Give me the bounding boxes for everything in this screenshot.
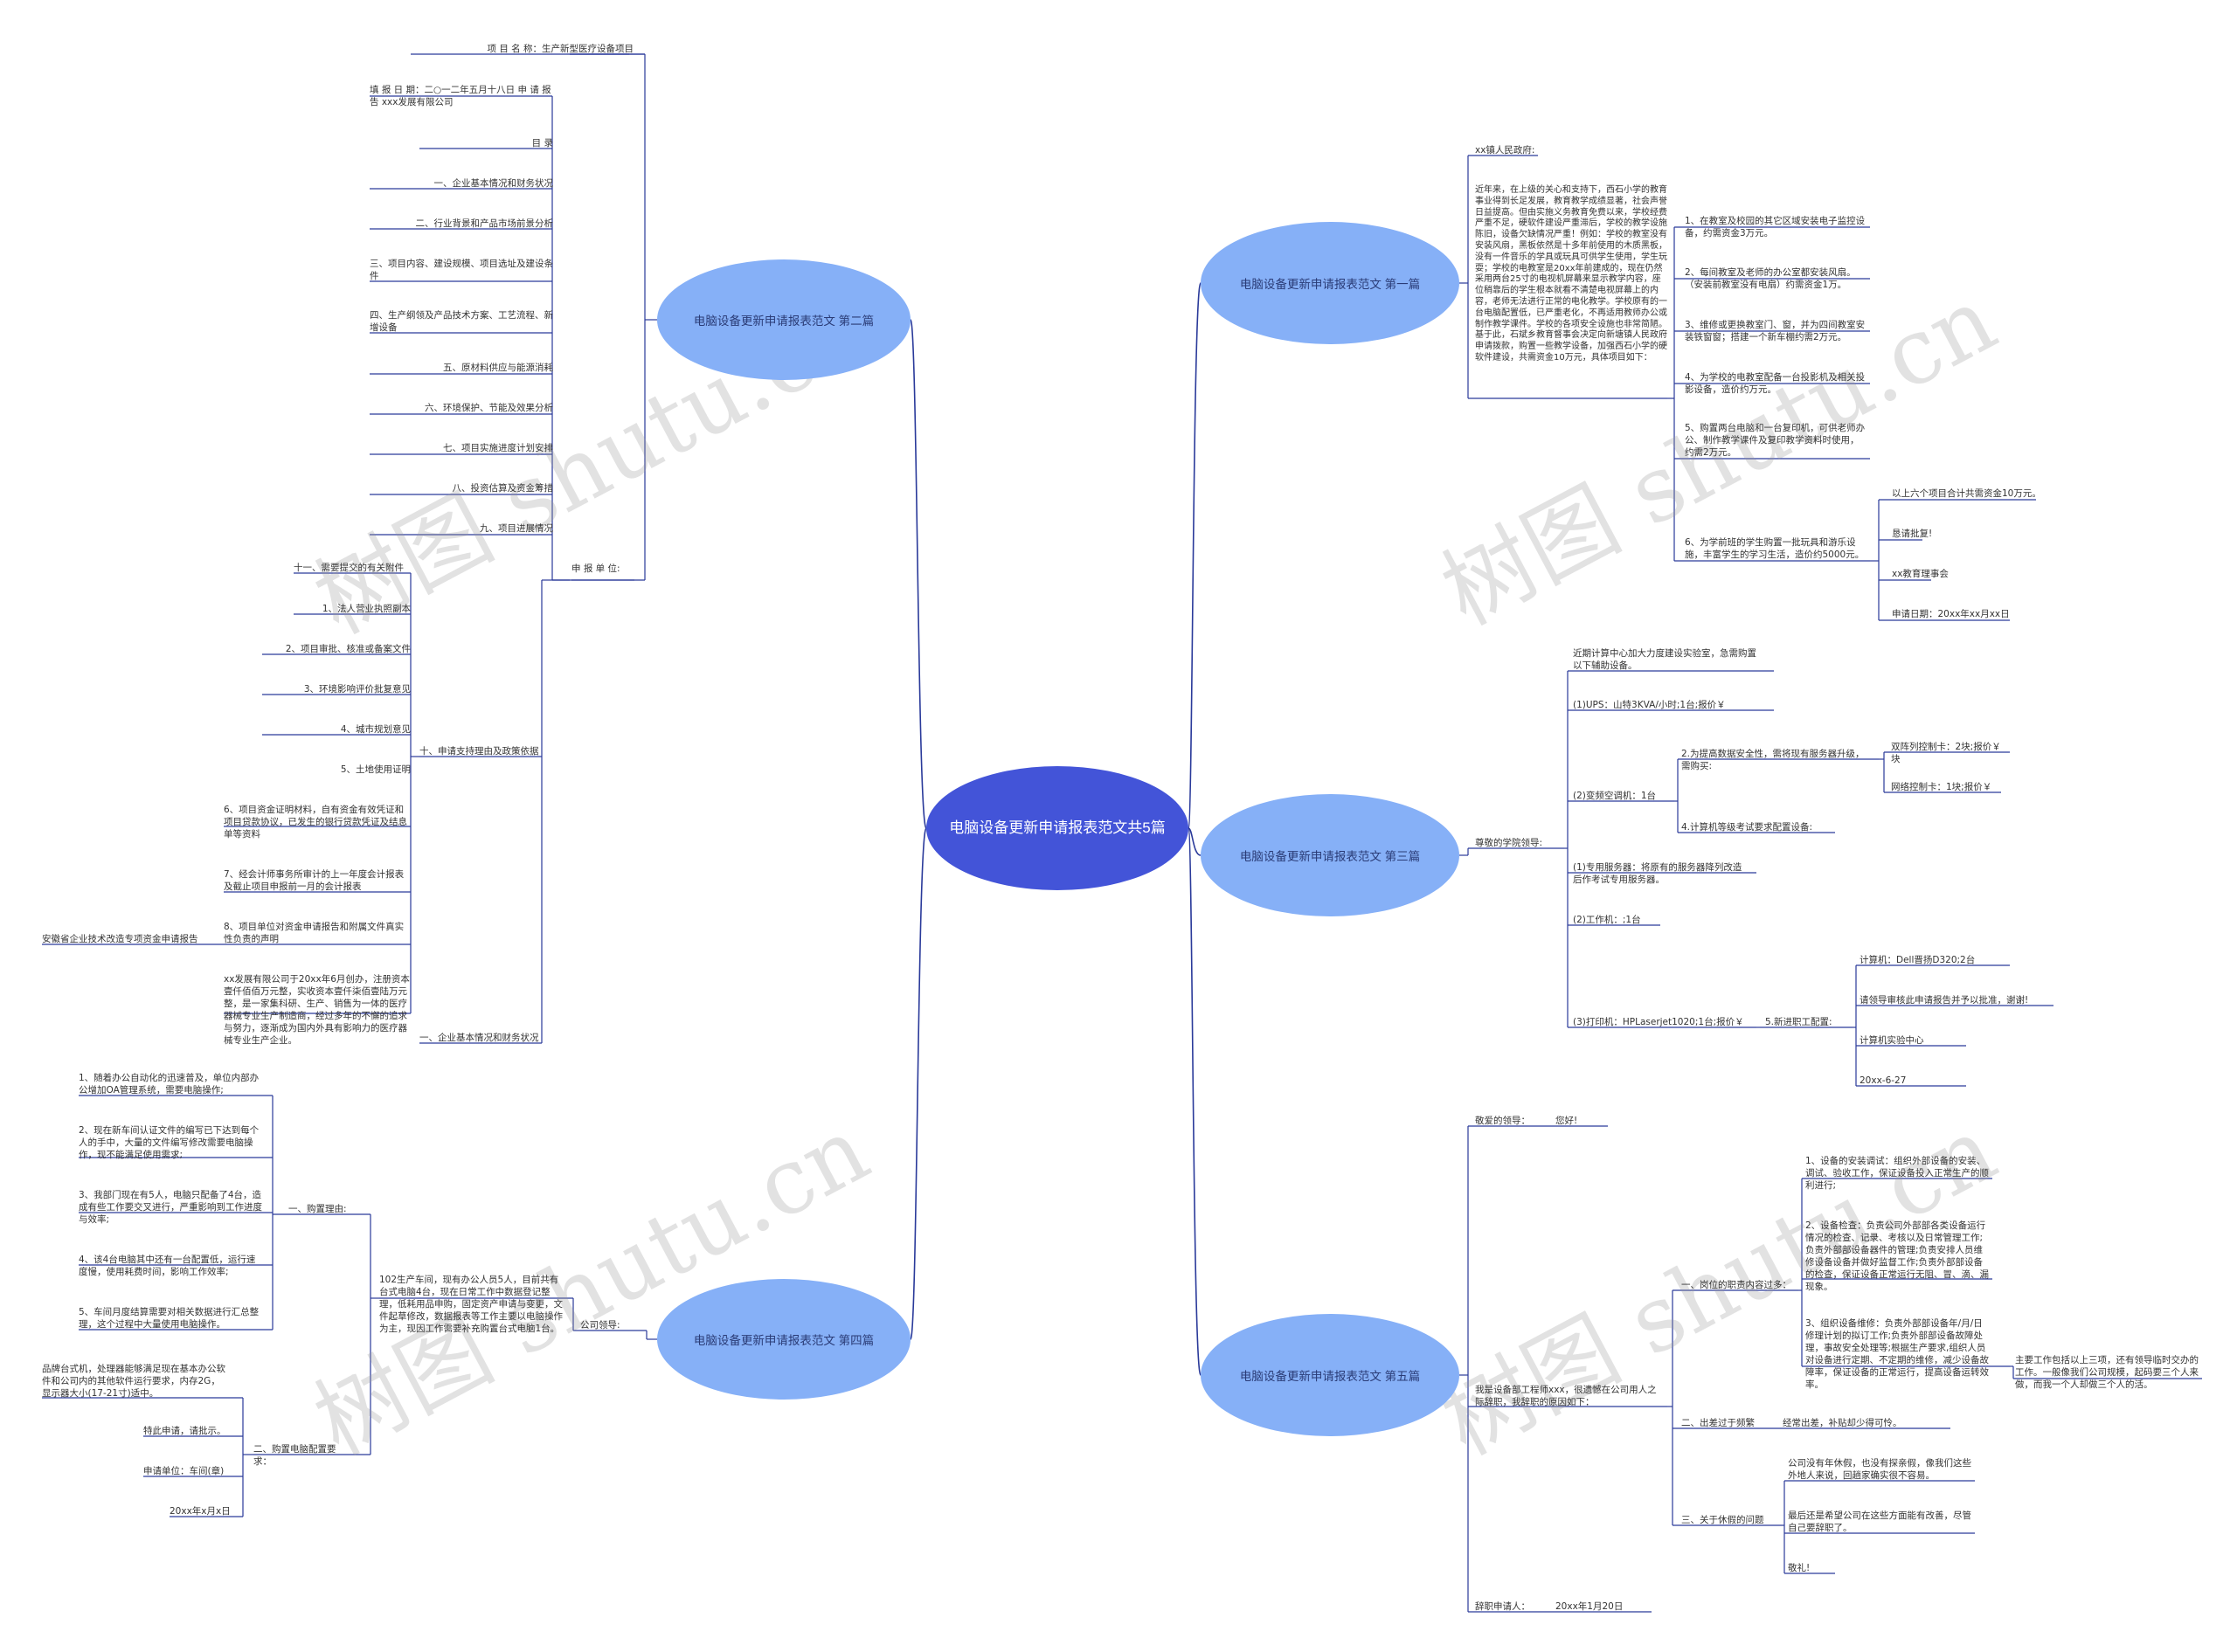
b3-lab[interactable]: 计算机实验中心 (1860, 1035, 1924, 1046)
b3-server[interactable]: (1)专用服务器：将原有的服务器降列改造后作考试专用服务器。 (1573, 862, 1742, 885)
b5-hello[interactable]: 您好! (1555, 1116, 1578, 1126)
b2-toc-9[interactable]: 九、项目进展情况 (480, 523, 553, 534)
branch-first[interactable]: 电脑设备更新申请报表范文 第一篇 (1201, 222, 1459, 344)
b2-section-ten[interactable]: 十、申请支持理由及政策依据 (419, 746, 539, 757)
b2-attach-5[interactable]: 5、土地使用证明 (340, 764, 411, 775)
b2-toc-2[interactable]: 二、行业背景和产品市场前景分析 (415, 218, 554, 229)
b5-holiday-2[interactable]: 最后还是希望公司在这些方面能有改善，尽管自己要辞职了。 (1788, 1510, 1971, 1533)
b1-item-6[interactable]: 6、为学前班的学生购置一批玩具和游乐设施，丰富学生的学习生活，造价约5000元。 (1685, 537, 1865, 560)
connector (1188, 282, 1202, 829)
b2-toc-5[interactable]: 五、原材料供应与能源消耗 (443, 363, 553, 373)
connector (1188, 827, 1202, 1376)
b3-ups[interactable]: (1)UPS：山特3KVA/小时;1台;报价￥ (1573, 700, 1726, 710)
b4-date[interactable]: 20xx年x月x日 (170, 1506, 231, 1517)
b5-duty-2[interactable]: 2、设备检查：负责公司外部部各类设备运行情况的检查、记录、考核以及日常管理工作;… (1805, 1220, 1989, 1292)
b3-greeting[interactable]: 尊敬的学院领导: (1475, 838, 1543, 848)
b1-council[interactable]: xx教育理事会 (1892, 569, 1949, 579)
root-topic[interactable]: 电脑设备更新申请报表范文共5篇 (926, 766, 1188, 890)
connector (910, 319, 927, 829)
b3-request[interactable]: 请领导审核此申请报告并予以批准，谢谢! (1860, 995, 2029, 1006)
b4-spec[interactable]: 品牌台式机，处理器能够满足现在基本办公软件和公司内的其他软件运行要求，内存2G，… (42, 1364, 225, 1399)
b3-card-2[interactable]: 网络控制卡：1块;报价￥ (1891, 782, 1992, 792)
b2-company[interactable]: xx发展有限公司于20xx年6月创办，注册资本壹仟佰佰万元整，实收资本壹仟柒佰壹… (224, 974, 410, 1046)
b4-reason-4[interactable]: 4、该4台电脑其中还有一台配置低，运行速度慢，使用耗费时间，影响工作效率; (79, 1255, 256, 1277)
b2-toc[interactable]: 目 录 (531, 138, 553, 149)
b2-toc-1[interactable]: 一、企业基本情况和财务状况 (433, 178, 554, 189)
b4-config[interactable]: 二、购置电脑配置要求： (253, 1444, 336, 1467)
b1-approve[interactable]: 恳请批复! (1892, 529, 1933, 539)
b5-greeting[interactable]: 敬爱的领导： (1475, 1116, 1530, 1126)
b2-attach-6[interactable]: 6、项目资金证明材料，自有资金有效凭证和项目贷款协议，已发生的银行贷款凭证及结息… (224, 805, 407, 840)
b2-anhui-report[interactable]: 安徽省企业技术改造专项资金申请报告 (42, 934, 198, 944)
b1-total[interactable]: 以上六个项目合计共需资金10万元。 (1892, 488, 2041, 499)
b4-request[interactable]: 特此申请，请批示。 (143, 1426, 226, 1436)
b3-intro[interactable]: 近期计算中心加大力度建设实验室，急需购置以下辅助设备。 (1573, 648, 1756, 671)
b2-applicant[interactable]: 申 报 单 位: (571, 563, 620, 574)
b1-date[interactable]: 申请日期：20xx年xx月xx日 (1892, 609, 2010, 619)
branch-fourth[interactable]: 电脑设备更新申请报表范文 第四篇 (657, 1279, 911, 1400)
b3-workstation[interactable]: (2)工作机：;1台 (1573, 915, 1641, 925)
b2-toc-7[interactable]: 七、项目实施进度计划安排 (443, 443, 553, 453)
b5-sign-date[interactable]: 20xx年1月20日 (1555, 1601, 1624, 1612)
b3-printer[interactable]: (3)打印机：HPLaserjet1020;1台;报价￥ (1573, 1017, 1744, 1027)
branch-fifth[interactable]: 电脑设备更新申请报表范文 第五篇 (1201, 1314, 1459, 1436)
b2-attach-2[interactable]: 2、项目审批、核准或备案文件 (285, 644, 411, 654)
b3-aircon[interactable]: (2)变频空调机：1台 (1573, 791, 1657, 801)
b2-fill-date[interactable]: 填 报 日 期：二○一二年五月十八日 申 请 报 告 xxx发展有限公司 (370, 85, 551, 107)
b5-travel[interactable]: 二、出差过于频繁 (1681, 1418, 1755, 1428)
connector (910, 827, 927, 1340)
b3-exam-config[interactable]: 4.计算机等级考试要求配置设备: (1681, 822, 1813, 833)
b2-project-name[interactable]: 项 目 名 称：生产新型医疗设备项目 (487, 44, 634, 54)
b2-attach-4[interactable]: 4、城市规划意见 (340, 724, 411, 735)
b1-greeting[interactable]: xx镇人民政府: (1475, 145, 1535, 156)
b2-toc-4[interactable]: 四、生产纲领及产品技术方案、工艺流程、新增设备 (370, 310, 553, 333)
b1-item-2[interactable]: 2、每间教室及老师的办公室都安装风扇。（安装前教室没有电扇）约需资金1万。 (1685, 267, 1856, 290)
b2-attach-3[interactable]: 3、环境影响评价批复意见 (303, 684, 411, 695)
b2-attach-1[interactable]: 1、法人营业执照副本 (322, 604, 411, 614)
b5-holiday[interactable]: 三、关于休假的问题 (1681, 1515, 1764, 1525)
b2-toc-8[interactable]: 八、投资估算及资金筹措 (452, 483, 554, 494)
b3-computer[interactable]: 计算机：Dell晋扬D320;2台 (1860, 955, 1976, 965)
branch-third[interactable]: 电脑设备更新申请报表范文 第三篇 (1201, 794, 1459, 916)
b5-duty-3[interactable]: 3、组织设备维修：负责外部部设备年/月/日修理计划的拟订工作;负责外部部设备故障… (1805, 1318, 1989, 1390)
b1-body[interactable]: 近年来，在上级的关心和支持下，西石小学的教育事业得到长足发展，教育教学成绩显著，… (1475, 185, 1667, 363)
b5-salute[interactable]: 敬礼! (1788, 1563, 1811, 1573)
branch-second[interactable]: 电脑设备更新申请报表范文 第二篇 (657, 259, 911, 380)
b2-attach-7[interactable]: 7、经会计师事务所审计的上一年度会计报表及截止项目申报前一月的会计报表 (224, 869, 405, 892)
b5-duties-note[interactable]: 主要工作包括以上三项，还有领导临时交办的工作。一般像我们公司规模，起码要三个人来… (2015, 1355, 2199, 1390)
b1-item-3[interactable]: 3、维修或更换教室门、窗，并为四间教室安装铁窗窗；搭建一个新车棚约需2万元。 (1685, 320, 1866, 342)
b4-leader[interactable]: 公司领导: (580, 1320, 620, 1331)
b5-travel-note[interactable]: 经常出差，补贴却少得可怜。 (1783, 1418, 1902, 1428)
b5-duties[interactable]: 一、岗位的职责内容过多： (1681, 1280, 1791, 1290)
connector (1188, 827, 1202, 856)
b3-new-staff[interactable]: 5.新进职工配置: (1765, 1017, 1832, 1027)
b1-item-5[interactable]: 5、购置两台电脑和一台复印机，可供老师办公、制作教学课件及复印教学资料时使用，约… (1685, 423, 1866, 458)
b2-toc-3[interactable]: 三、项目内容、建设规模、项目选址及建设条件 (370, 259, 553, 281)
b2-toc-6[interactable]: 六、环境保护、节能及效果分析 (425, 403, 553, 413)
b4-reason[interactable]: 一、购置理由: (288, 1204, 347, 1214)
b2-section-one[interactable]: 一、企业基本情况和财务状况 (419, 1033, 539, 1043)
b4-reason-2[interactable]: 2、现在新车间认证文件的编写已下达到每个人的手中，大量的文件编写修改需要电脑操作… (79, 1125, 260, 1160)
b5-sign-label[interactable]: 辞职申请人： (1475, 1601, 1530, 1612)
b2-attach-8[interactable]: 8、项目单位对资金申请报告和附属文件真实性负责的声明 (224, 922, 405, 944)
b5-duty-1[interactable]: 1、设备的安装调试：组织外部设备的安装、调试、验收工作，保证设备投入正常生产的顺… (1805, 1156, 1989, 1191)
b1-item-1[interactable]: 1、在教室及校园的其它区域安装电子监控设备，约需资金3万元。 (1685, 216, 1866, 238)
b4-unit[interactable]: 申请单位：车间(章) (143, 1466, 225, 1476)
b3-date[interactable]: 20xx-6-27 (1860, 1075, 1907, 1086)
b4-body[interactable]: 102生产车间，现有办公人员5人，目前共有台式电脑4台，现在日常工作中数据登记整… (379, 1275, 563, 1334)
b4-reason-1[interactable]: 1、随着办公自动化的迅速普及，单位内部办公增加OA管理系统，需要电脑操作; (79, 1073, 260, 1096)
b5-intro[interactable]: 我是设备部工程师xxx，很遗憾在公司用人之际辞职，我辞职的原因如下： (1475, 1385, 1657, 1407)
b5-holiday-1[interactable]: 公司没有年休假，也没有探亲假，像我们这些外地人来说，回趟家确实很不容易。 (1788, 1458, 1971, 1481)
b2-attachments[interactable]: 十一、需要提交的有关附件 (294, 563, 404, 573)
b3-upgrade[interactable]: 2.为提高数据安全性，需将现有服务器升级，需购买: (1681, 749, 1865, 771)
b4-reason-5[interactable]: 5、车间月度结算需要对相关数据进行汇总整理，这个过程中大量使用电脑操作。 (79, 1307, 260, 1330)
b1-item-4[interactable]: 4、为学校的电教室配备一台投影机及相关投影设备，造价约万元。 (1685, 372, 1866, 395)
b4-reason-3[interactable]: 3、我部门现在有5人，电脑只配备了4台，造成有些工作要交叉进行，严重影响到工作进… (79, 1190, 262, 1225)
b3-card-1[interactable]: 双阵列控制卡：2块;报价￥ 块 (1891, 742, 2001, 764)
